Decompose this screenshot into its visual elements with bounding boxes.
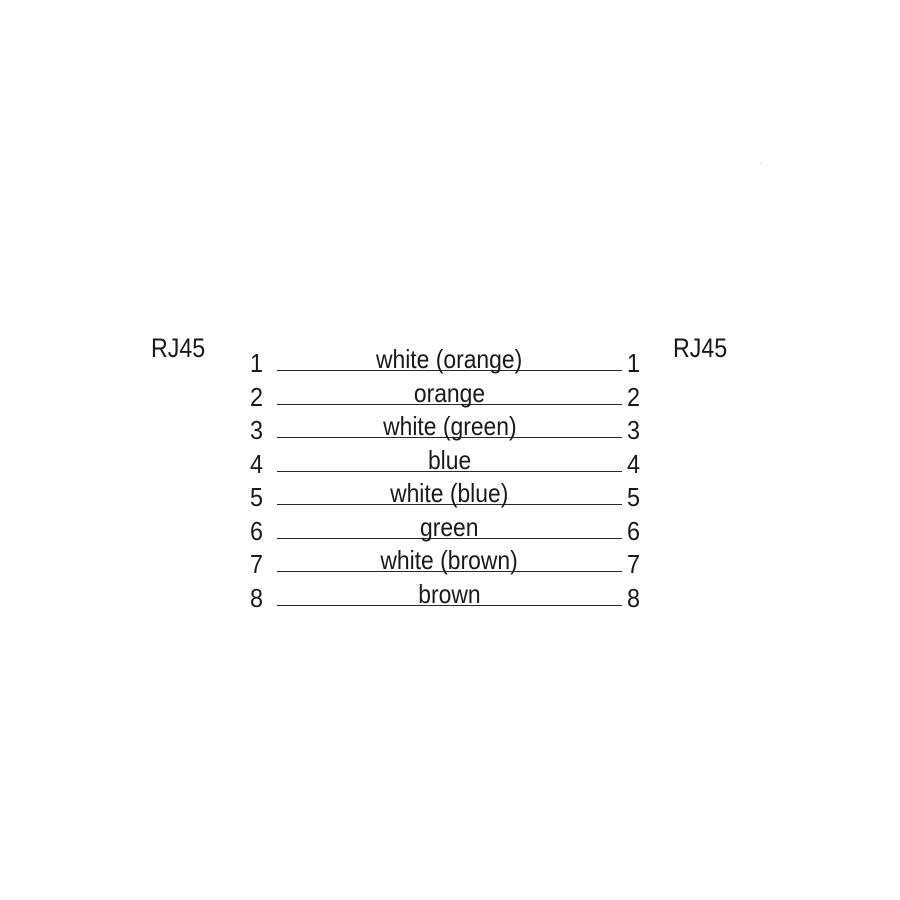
- wire-line: [277, 437, 622, 438]
- wire-color-label: white (brown): [380, 545, 519, 575]
- wire-color-label: orange: [413, 377, 486, 408]
- wire-row: 7 white (brown) 7: [0, 543, 900, 577]
- right-connector-label: RJ45: [673, 333, 728, 363]
- wire-color-label-container: white (orange): [277, 346, 622, 372]
- wire-color-label-container: green: [277, 514, 622, 540]
- right-pin-number: 1: [627, 348, 641, 378]
- right-pin-number: 8: [627, 582, 641, 613]
- wire-color-label-container: white (brown): [277, 547, 622, 573]
- left-pin-number: 3: [250, 415, 264, 445]
- left-pin-number: 1: [250, 348, 264, 378]
- image-speck: [760, 163, 761, 164]
- left-pin-number: 5: [250, 482, 264, 512]
- wire-line: [277, 470, 622, 472]
- wire-color-label-container: brown: [277, 581, 622, 607]
- wire-row: 1 white (orange) 1: [0, 342, 900, 376]
- wire-row: 5 white (blue) 5: [0, 476, 900, 510]
- wire-row: 3 white (green) 3: [0, 409, 900, 443]
- wire-line: [277, 604, 622, 606]
- wire-line: [277, 403, 622, 405]
- wire-line: [277, 537, 622, 539]
- wire-color-label: blue: [427, 444, 472, 475]
- right-pin-number: 2: [627, 381, 641, 412]
- wire-color-label-container: white (blue): [277, 480, 622, 506]
- left-pin-number: 7: [250, 549, 264, 579]
- wire-line: [277, 571, 622, 572]
- wire-line: [277, 504, 622, 505]
- left-connector-label: RJ45: [151, 333, 206, 363]
- left-pin-number: 4: [250, 448, 264, 479]
- left-pin-number: 2: [250, 381, 264, 412]
- wire-color-label: green: [420, 511, 479, 542]
- wire-color-label: white (orange): [376, 344, 523, 374]
- wire-color-label: white (green): [382, 411, 517, 441]
- wire-row: 6 green 6: [0, 510, 900, 544]
- wire-color-label-container: blue: [277, 447, 622, 473]
- wire-color-label: brown: [418, 578, 481, 609]
- right-pin-number: 5: [627, 482, 641, 512]
- right-pin-number: 3: [627, 415, 641, 445]
- wire-line: [277, 370, 622, 371]
- left-pin-number: 6: [250, 515, 264, 546]
- right-pin-number: 4: [627, 448, 641, 479]
- wire-row: 8 brown 8: [0, 577, 900, 611]
- left-pin-number: 8: [250, 582, 264, 613]
- wire-row: 4 blue 4: [0, 443, 900, 477]
- right-pin-number: 6: [627, 515, 641, 546]
- wire-row: 2 orange 2: [0, 376, 900, 410]
- wire-color-label: white (blue): [390, 478, 509, 508]
- wire-color-label-container: white (green): [277, 413, 622, 439]
- right-pin-number: 7: [627, 549, 641, 579]
- wire-color-label-container: orange: [277, 380, 622, 406]
